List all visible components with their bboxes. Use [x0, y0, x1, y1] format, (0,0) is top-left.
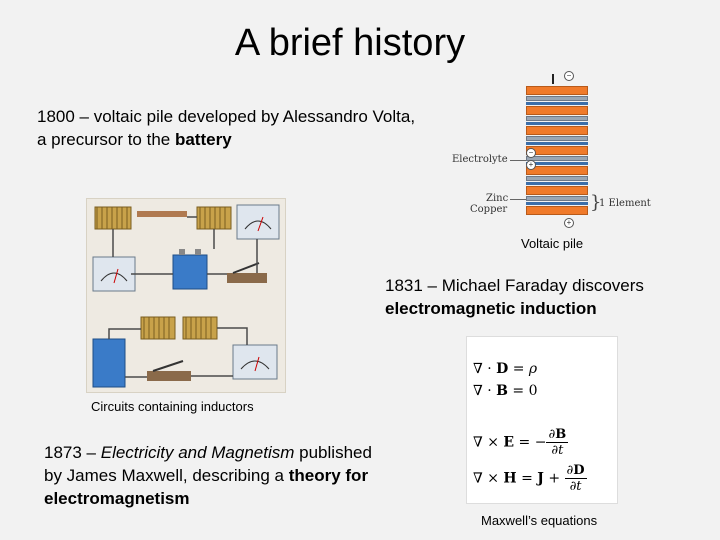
- circuits-caption: Circuits containing inductors: [91, 399, 254, 414]
- copper-plate: [526, 196, 588, 201]
- electrolyte-layer: [526, 142, 588, 145]
- zinc-plate: [526, 106, 588, 115]
- inductor-coil-icon: [94, 206, 132, 230]
- equation-ampere: ∇ × H = J + ∂D∂t: [473, 463, 587, 494]
- voltaic-pile-caption: Voltaic pile: [521, 236, 584, 251]
- copper-plate: [526, 156, 588, 161]
- minus-pole-icon: −: [526, 148, 536, 158]
- inductor-coil-icon: [182, 316, 218, 340]
- galvanometer-icon: [232, 344, 278, 380]
- maxwell-caption: Maxwell’s equations: [481, 513, 598, 528]
- entry-1873-text-mid: published by James Maxwell, describing a: [44, 443, 372, 485]
- copper-plate: [526, 116, 588, 121]
- slide-title: A brief history: [234, 22, 466, 64]
- equation-gauss: ∇ · D = ρ: [473, 361, 538, 377]
- circuits-image: [86, 198, 286, 393]
- zinc-label: Zinc: [486, 193, 509, 204]
- switch-icon: [227, 262, 267, 283]
- galvanometer-icon: [236, 204, 280, 240]
- entry-1800-text: 1800 – voltaic pile developed by Alessan…: [37, 107, 416, 149]
- copper-plate: [526, 96, 588, 101]
- electrolyte-label: Electrolyte: [452, 154, 508, 165]
- electrolyte-leader: [510, 160, 526, 161]
- entry-1873-text: 1873 –: [44, 443, 101, 462]
- galvanometer-icon: [92, 256, 136, 292]
- entry-1873: 1873 – Electricity and Magnetism publish…: [44, 441, 384, 510]
- switch-icon: [147, 360, 191, 381]
- zinc-plate: [526, 186, 588, 195]
- inductor-coil-icon: [140, 316, 176, 340]
- plus-pole-icon: +: [564, 218, 574, 228]
- battery-icon: [92, 338, 126, 388]
- copper-label: Copper: [470, 204, 508, 215]
- iron-bar-icon: [137, 211, 187, 217]
- battery-icon: [172, 249, 208, 290]
- entry-1831: 1831 – Michael Faraday discovers electro…: [385, 274, 705, 320]
- electrolyte-layer: [526, 122, 588, 125]
- pile-top-terminal: [552, 74, 554, 84]
- inductor-coil-icon: [196, 206, 232, 230]
- zinc-leader: [510, 199, 526, 200]
- element-label: 1 Element: [599, 198, 651, 209]
- electrolyte-layer: [526, 202, 588, 205]
- electrolyte-layer: [526, 162, 588, 165]
- electrolyte-layer: [526, 102, 588, 105]
- entry-1873-bold: theory for electromagnetism: [44, 466, 369, 508]
- voltaic-pile-figure: − − + + Electrolyte Zinc Copper } 1 Elem…: [450, 68, 710, 233]
- zinc-plate: [526, 86, 588, 95]
- entry-1873-italic: Electricity and Magnetism: [100, 443, 295, 462]
- entry-1800: 1800 – voltaic pile developed by Alessan…: [37, 105, 417, 151]
- zinc-plate: [526, 126, 588, 135]
- maxwell-equations-image: ∇ · D = ρ ∇ · B = 0 ∇ × E = −∂B∂t ∇ × H …: [466, 336, 618, 504]
- electrolyte-layer: [526, 182, 588, 185]
- copper-plate: [526, 176, 588, 181]
- entry-1831-text: 1831 – Michael Faraday discovers: [385, 276, 644, 295]
- entry-1831-bold: electromagnetic induction: [385, 299, 597, 318]
- zinc-plate: [526, 166, 588, 175]
- minus-pole-icon: −: [564, 71, 574, 81]
- element-brace: }: [590, 192, 602, 213]
- plus-pole-icon: +: [526, 160, 536, 170]
- zinc-plate: [526, 206, 588, 215]
- equation-faraday: ∇ × E = −∂B∂t: [473, 427, 569, 458]
- entry-1800-bold: battery: [174, 130, 232, 149]
- equation-gauss-magnetism: ∇ · B = 0: [473, 383, 538, 399]
- copper-plate: [526, 136, 588, 141]
